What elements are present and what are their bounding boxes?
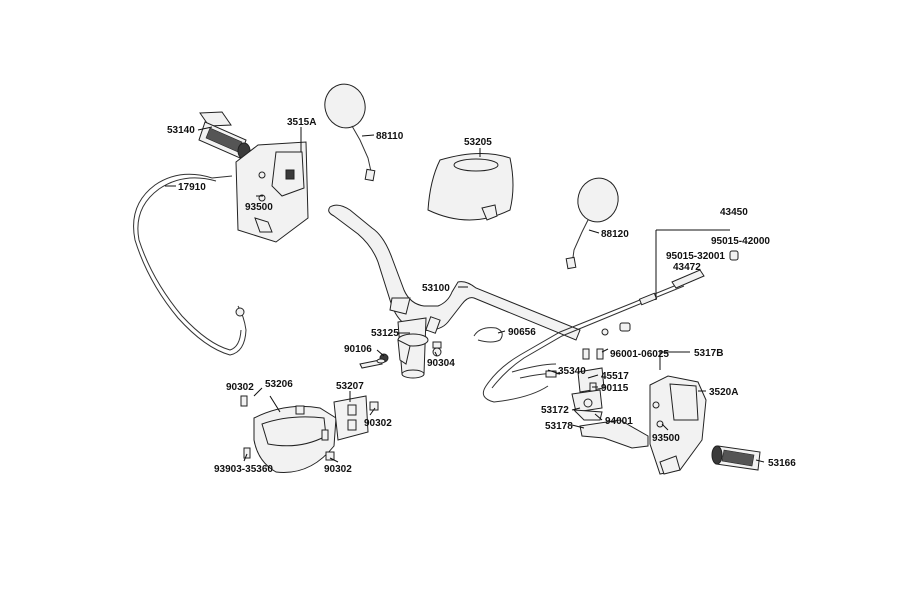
- windscreen: [427, 152, 514, 221]
- leader-lines: [165, 126, 765, 463]
- label-53206: 53206: [265, 379, 293, 390]
- label-53140: 53140: [167, 125, 195, 136]
- right-mirror: [565, 177, 619, 270]
- label-53166: 53166: [768, 458, 796, 469]
- label-53125: 53125: [371, 328, 399, 339]
- label-5317B: 5317B: [694, 348, 723, 359]
- label-17910: 17910: [178, 182, 206, 193]
- lower-covers: [240, 395, 379, 473]
- label-90106: 90106: [344, 344, 372, 355]
- label-3520A: 3520A: [709, 387, 738, 398]
- label-88110: 88110: [376, 131, 404, 142]
- part-labels: 53140 3515A 88110 17910 93500 53205 4345…: [167, 117, 796, 475]
- label-95015-32001: 95015-32001: [666, 251, 725, 262]
- label-93500-right: 93500: [652, 433, 680, 444]
- label-90115: 90115: [601, 383, 629, 394]
- label-90302-b: 90302: [364, 418, 392, 429]
- label-90302-a: 90302: [226, 382, 254, 393]
- label-93500-left: 93500: [245, 202, 273, 213]
- throttle-cable: [133, 173, 247, 356]
- label-90656: 90656: [508, 327, 536, 338]
- label-95015-42000: 95015-42000: [711, 236, 770, 247]
- label-35340: 35340: [558, 366, 586, 377]
- wire-clip: [473, 327, 503, 343]
- label-45517: 45517: [601, 371, 629, 382]
- right-switch-lever-group: [545, 348, 649, 449]
- label-94001: 94001: [605, 416, 633, 427]
- label-90302-c: 90302: [324, 464, 352, 475]
- clamp-and-bolts: [359, 333, 442, 369]
- right-grip: [711, 445, 761, 471]
- label-53172: 53172: [541, 405, 569, 416]
- label-43472: 43472: [673, 262, 701, 273]
- label-88120: 88120: [601, 229, 629, 240]
- right-switch-housing: [649, 375, 707, 475]
- label-96001-06025: 96001-06025: [610, 349, 669, 360]
- label-53178: 53178: [545, 421, 573, 432]
- label-43450: 43450: [720, 207, 748, 218]
- label-93903-35360: 93903-35360: [214, 464, 273, 475]
- left-mirror: [324, 83, 376, 182]
- left-switch-housing: [235, 141, 309, 243]
- label-53207: 53207: [336, 381, 364, 392]
- label-53205: 53205: [464, 137, 492, 148]
- label-53100: 53100: [422, 283, 450, 294]
- label-3515A: 3515A: [287, 117, 316, 128]
- label-90304: 90304: [427, 358, 455, 369]
- left-grip: [198, 111, 251, 160]
